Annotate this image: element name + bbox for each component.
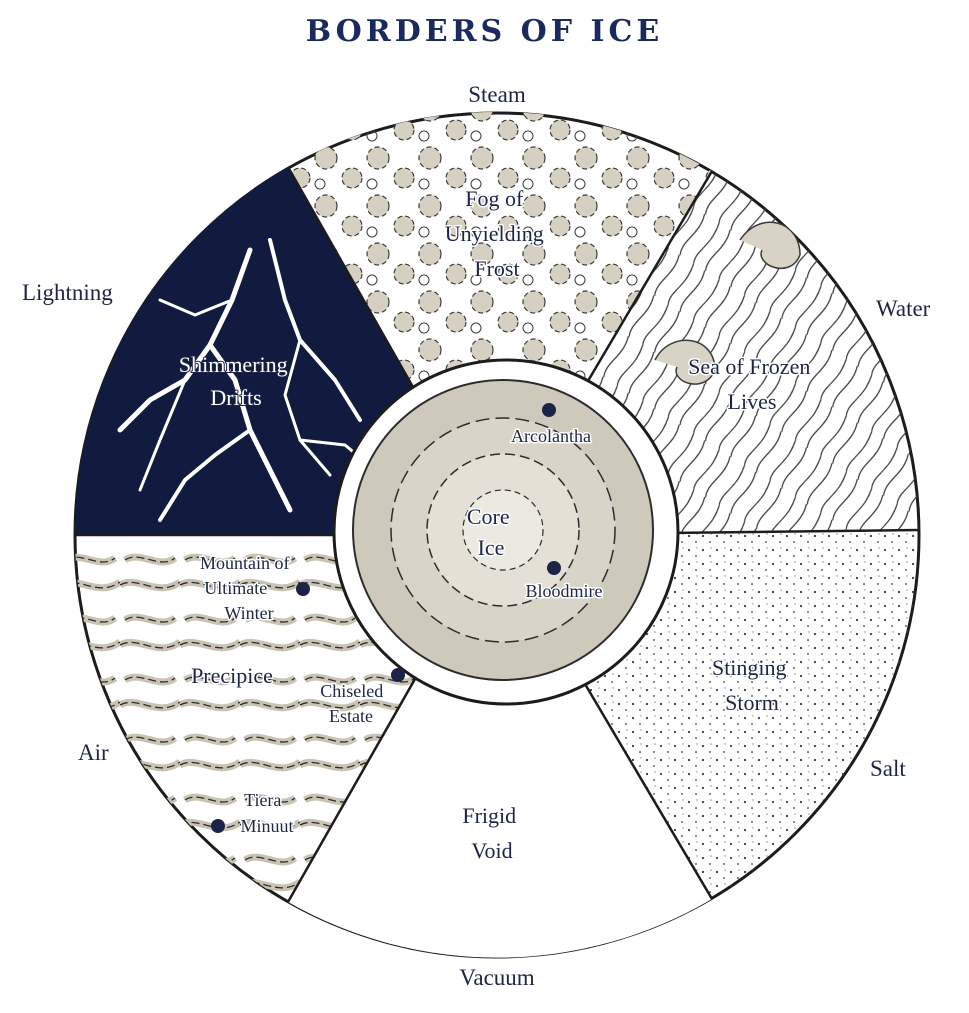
boundary-salt: Salt xyxy=(870,756,906,781)
place-arcolantha: Arcolantha xyxy=(511,426,591,446)
place-bloodmire: Bloodmire xyxy=(526,581,603,601)
tiera-minuut-marker xyxy=(211,819,225,833)
region-fog-label: Fog of Unyielding Frost xyxy=(445,186,550,281)
sector-frigid-void xyxy=(288,535,712,958)
lightning-bolts xyxy=(117,238,377,522)
sector-fog xyxy=(288,111,712,535)
place-tiera-minuut: Tiera Minuut xyxy=(240,790,293,836)
region-sea-label: Sea of Frozen Lives xyxy=(688,354,816,414)
boundary-steam: Steam xyxy=(468,82,526,107)
region-precipice-label: Precipice xyxy=(191,663,273,688)
diagram-title: BORDERS OF ICE xyxy=(305,14,664,49)
boundary-lightning: Lightning xyxy=(22,280,113,305)
mountain-marker xyxy=(296,582,310,596)
boundary-water: Water xyxy=(876,296,931,321)
core-ice-crystal xyxy=(352,379,654,681)
place-mountain-of-ultimate-winter: Mountain of Ultimate Winter xyxy=(200,553,294,623)
boundary-vacuum: Vacuum xyxy=(459,965,534,990)
region-void-label: Frigid Void xyxy=(462,803,521,863)
region-core-label: Core Ice xyxy=(467,504,515,560)
sea-waves xyxy=(654,221,801,385)
bloodmire-marker xyxy=(547,561,561,575)
arcolantha-marker xyxy=(542,403,556,417)
place-chiseled-estate: Chiseled Estate xyxy=(320,681,388,726)
region-drifts-label: Shimmering Drifts xyxy=(179,352,293,410)
region-storm-label: Stinging Storm xyxy=(712,655,792,715)
chiseled-estate-marker xyxy=(391,668,405,682)
boundary-air: Air xyxy=(78,740,109,765)
